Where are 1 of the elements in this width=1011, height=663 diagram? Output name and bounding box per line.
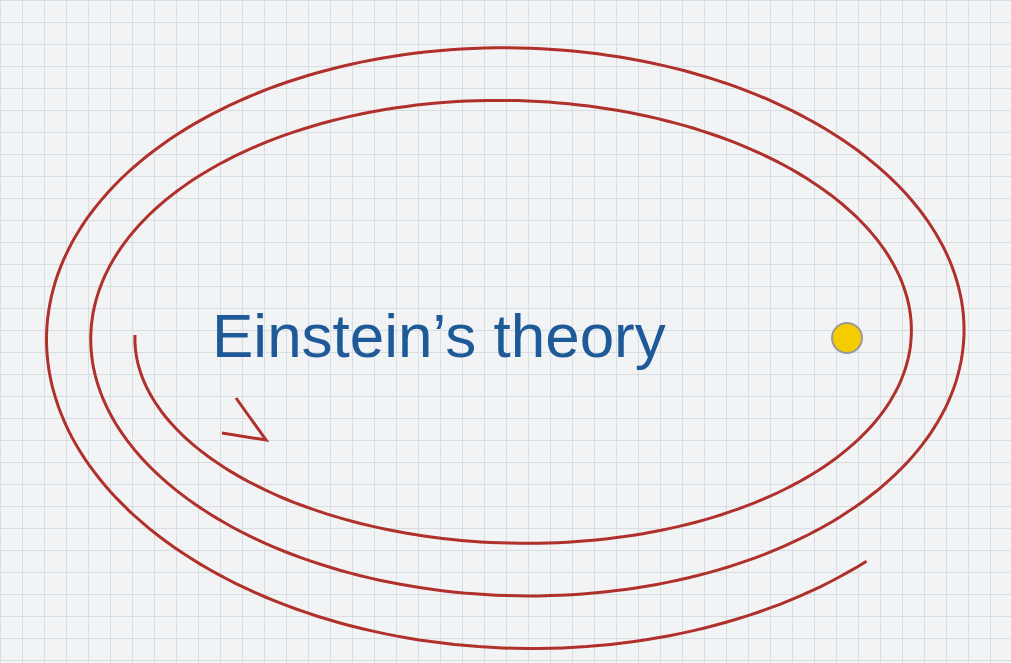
diagram-label: Einstein’s theory [212, 300, 666, 371]
